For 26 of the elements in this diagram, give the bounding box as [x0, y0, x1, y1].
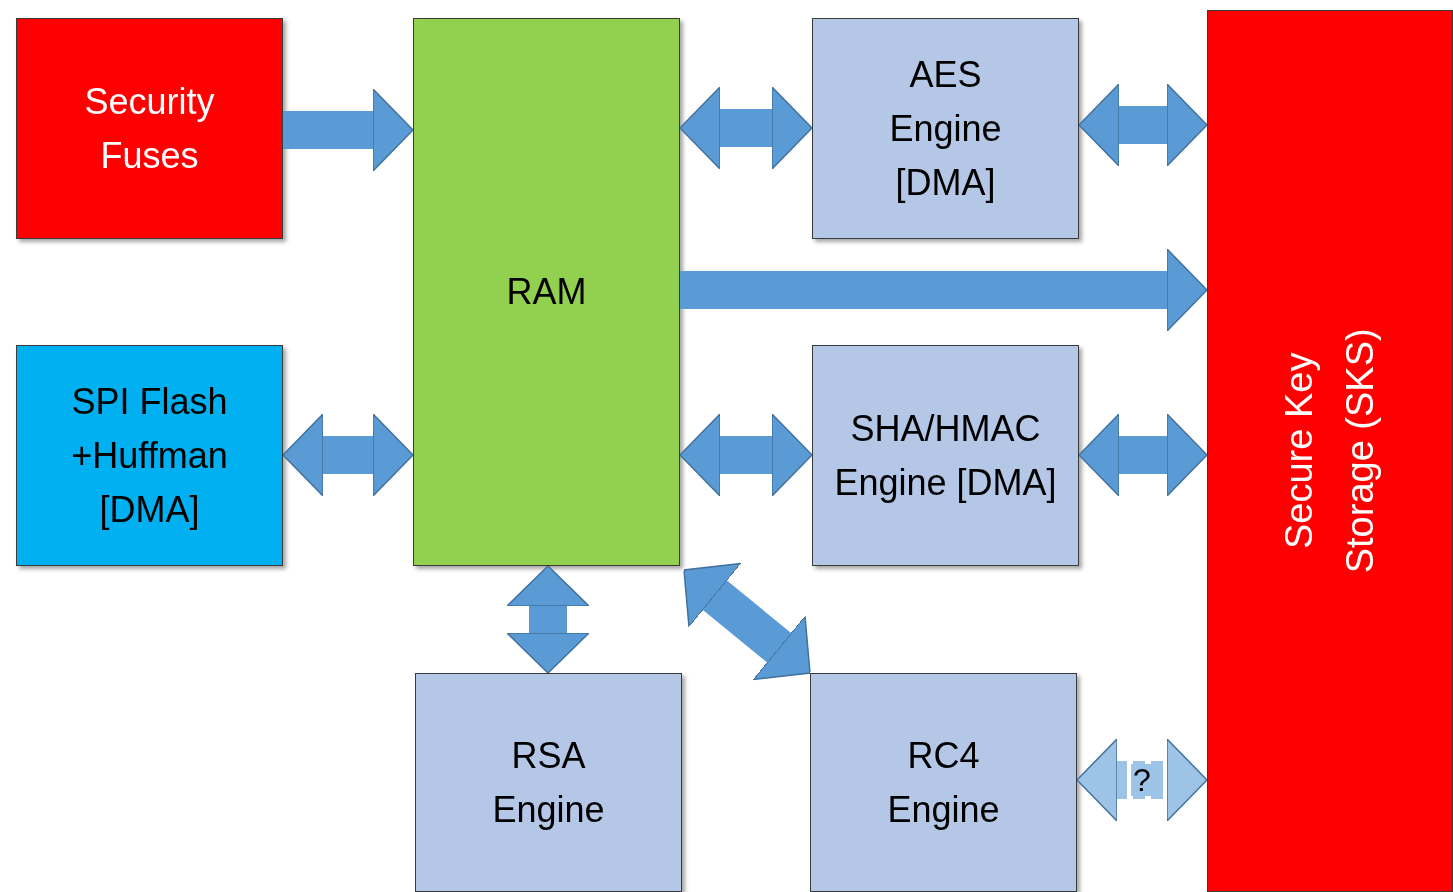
block-box	[16, 345, 283, 566]
block-arrow	[680, 248, 1208, 332]
block-label: RC4 Engine	[886, 733, 1001, 832]
block-label: AES Engine [DMA]	[888, 52, 1003, 205]
block-box	[16, 18, 283, 239]
block-box	[812, 18, 1079, 239]
block-arrow	[679, 413, 813, 497]
block-label: SHA/HMAC Engine [DMA]	[833, 406, 1058, 505]
block-arrow	[679, 86, 813, 170]
block-label: RAM	[505, 270, 588, 314]
block-box	[810, 673, 1077, 892]
block-label: SPI Flash +Huffman [DMA]	[70, 379, 229, 532]
block-arrow	[282, 413, 414, 497]
block-arrow	[1076, 738, 1208, 822]
block-label: Secure Key Storage (SKS)	[1277, 327, 1382, 576]
block-box	[415, 673, 682, 892]
block-box	[413, 18, 680, 566]
block-box	[1207, 10, 1453, 892]
block-arrow	[506, 565, 590, 674]
block-label: Security Fuses	[83, 79, 216, 178]
block-arrow	[1078, 413, 1208, 497]
block-box	[812, 345, 1079, 566]
block-arrow	[1078, 83, 1208, 167]
block-label: RSA Engine	[491, 733, 606, 832]
edge-label: ?	[1131, 764, 1153, 796]
block-arrow	[283, 88, 414, 172]
